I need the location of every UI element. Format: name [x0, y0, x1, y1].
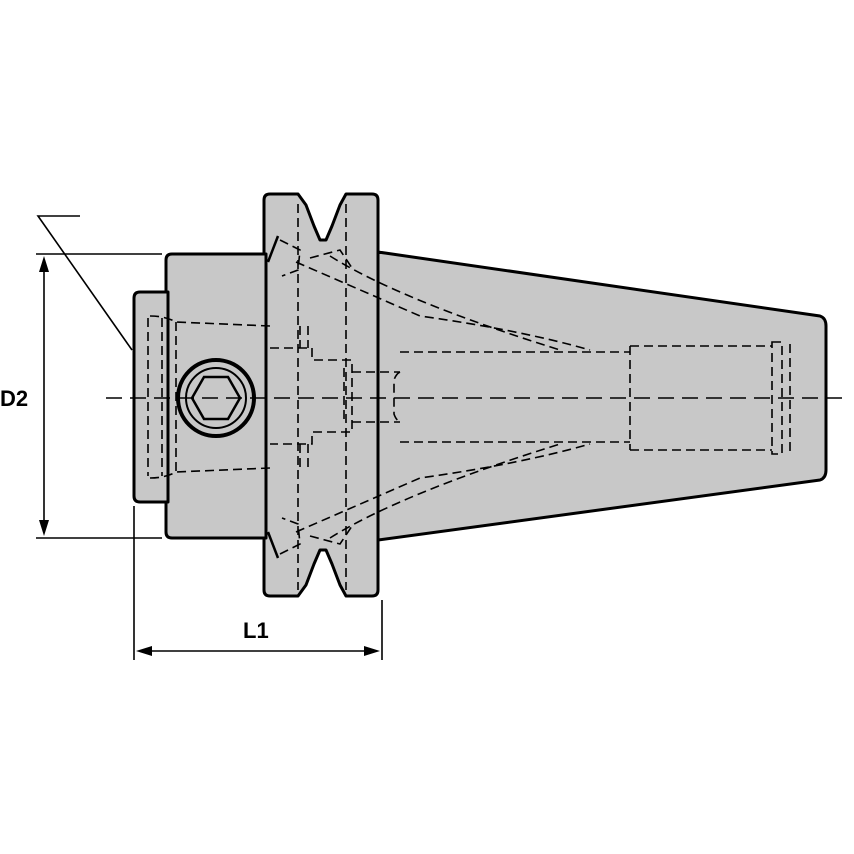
taper-shank: [376, 250, 828, 542]
dimension-d2: [36, 215, 162, 539]
front-nose: [132, 290, 170, 504]
d2-label: D2: [0, 386, 28, 411]
l1-label: L1: [243, 618, 269, 643]
flange-notches: [266, 235, 280, 559]
flange: [262, 192, 380, 598]
hidden-lines: [147, 204, 791, 590]
dimension-l1: [133, 506, 383, 660]
